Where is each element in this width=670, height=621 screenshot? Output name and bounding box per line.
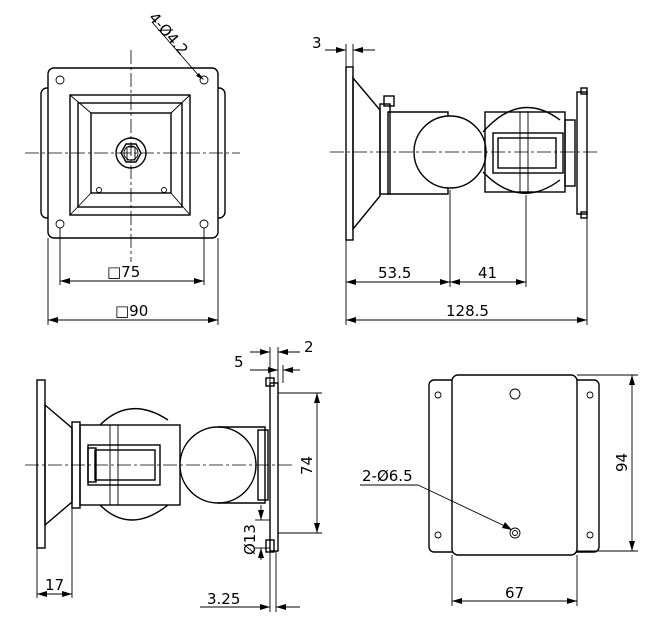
mount-hole [434, 531, 442, 539]
dim-3: 3 [312, 34, 322, 52]
mount-hole [434, 391, 442, 399]
dim-53-5: 53.5 [378, 264, 411, 282]
dim-41: 41 [478, 264, 497, 282]
view-side-right: 3 53.5 41 128.5 [312, 34, 600, 325]
dim-94: 94 [613, 453, 631, 472]
center-hole [509, 527, 521, 539]
mount-hole [55, 75, 65, 85]
dim-3-25: 3.25 [207, 590, 240, 608]
center-hole [509, 388, 521, 400]
label-holes-4: 4-Ø4.2 [145, 9, 192, 59]
dim-2: 2 [304, 338, 314, 356]
dim-74: 74 [298, 456, 316, 475]
dim-diameter-13: Ø13 [241, 524, 259, 555]
view-side-left: 5 2 74 Ø13 17 3.25 [25, 338, 322, 612]
dim-square-75: □75 [107, 263, 140, 281]
view-front-plate: 4-Ø4.2 □75 □90 [25, 9, 240, 325]
dim-128-5: 128.5 [446, 302, 489, 320]
dim-5: 5 [234, 353, 244, 371]
dim-67: 67 [505, 584, 524, 602]
mount-hole [586, 531, 594, 539]
mount-hole [199, 75, 209, 85]
label-holes-2: 2-Ø6.5 [362, 467, 413, 485]
view-back-plate: 2-Ø6.5 94 67 [360, 374, 638, 606]
mount-hole [586, 391, 594, 399]
dim-square-90: □90 [115, 302, 148, 320]
dim-17: 17 [45, 576, 64, 594]
